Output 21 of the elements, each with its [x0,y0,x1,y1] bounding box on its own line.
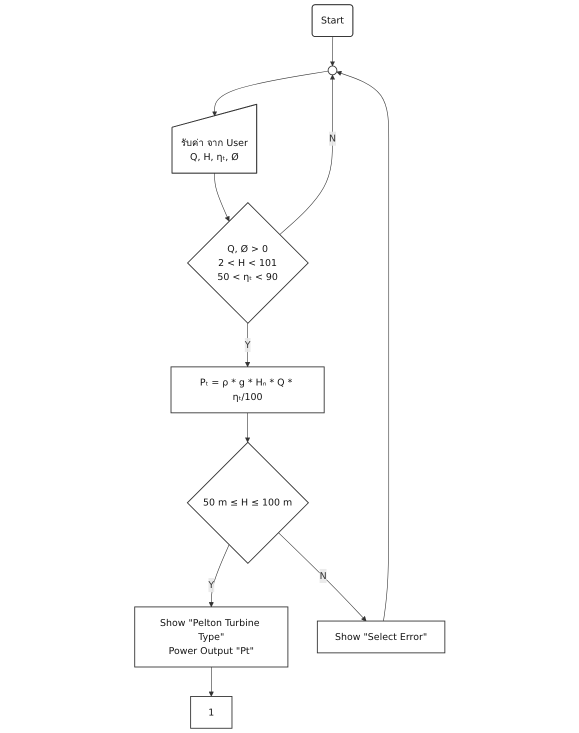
edge-label: Y [208,579,214,590]
arrow [212,70,328,116]
arrow [214,173,230,222]
edge-label: Y [244,339,250,350]
node-diamond: Q, Ø > 0 2 < H < 101 50 < ηₜ < 90 [186,202,309,324]
arrow [244,412,250,443]
arrow [278,532,366,622]
arrow [244,322,250,368]
arrow [208,666,214,697]
node-circle [327,66,338,76]
edge-label: N [328,132,336,144]
arrow [208,544,230,608]
node-box: Show "Pelton Turbine Type" Power Output "Pt" [134,606,288,668]
arrow [336,70,389,622]
node-box: Show "Select Error" [316,620,445,654]
arrow [330,36,335,66]
node-box: 1 [190,696,232,729]
node-diamond: 50 m ≤ H ≤ 100 m [186,442,309,564]
arrow [279,74,335,235]
node-box: Pₜ = ρ * g * Hₙ * Q * ηₜ/100 [170,366,324,414]
edge-label: N [319,570,326,582]
